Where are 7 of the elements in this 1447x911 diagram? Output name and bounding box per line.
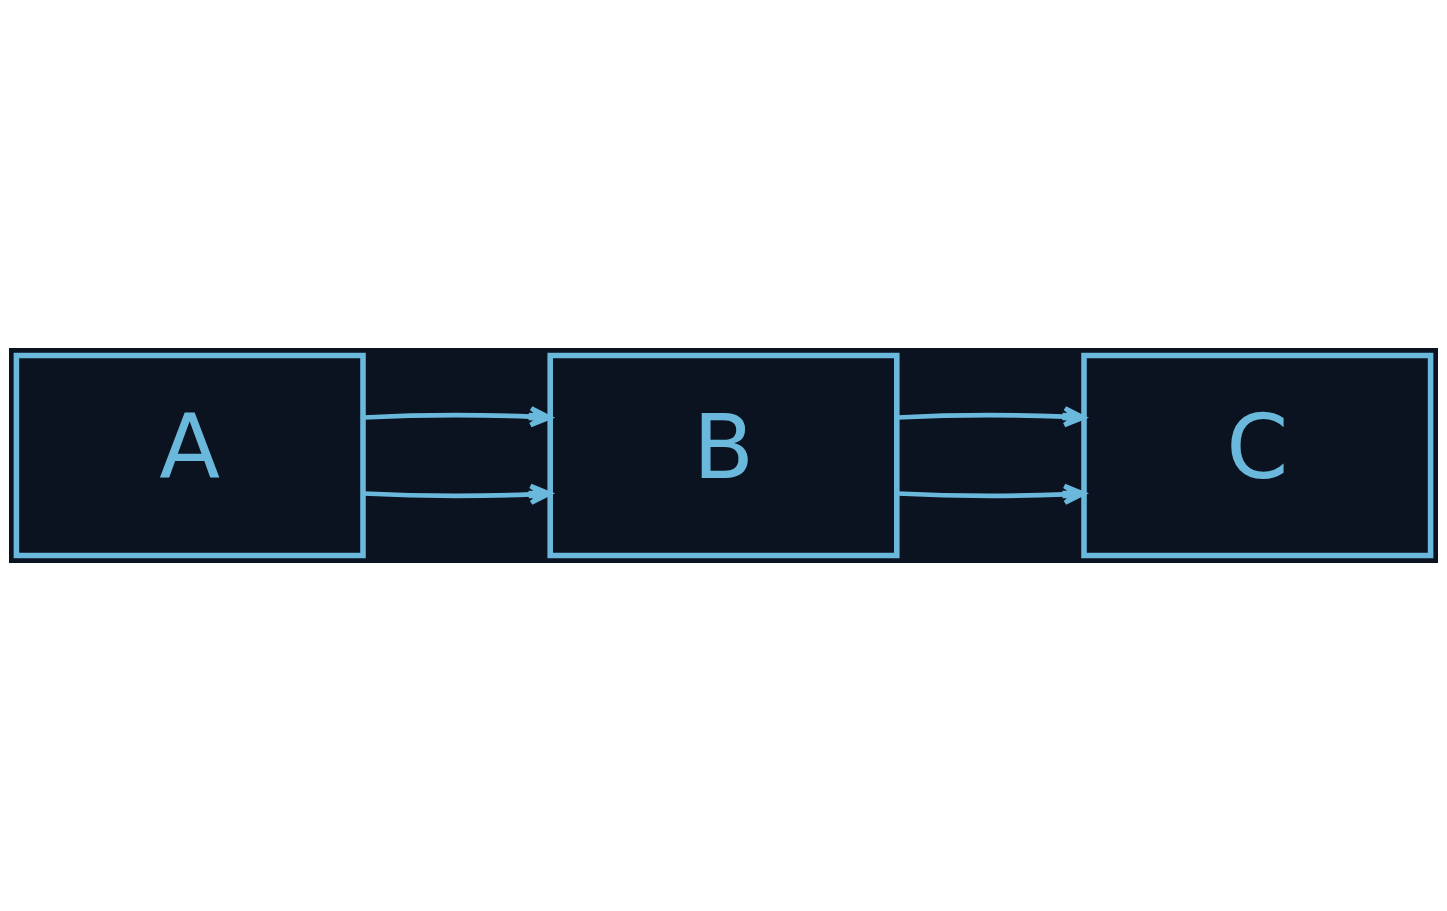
arrow xyxy=(363,406,552,428)
node-box: A xyxy=(13,352,366,559)
arrow xyxy=(363,483,552,505)
arrow xyxy=(897,483,1086,505)
arrow xyxy=(897,406,1086,428)
node-box: C xyxy=(1081,352,1434,559)
node-box: B xyxy=(547,352,900,559)
